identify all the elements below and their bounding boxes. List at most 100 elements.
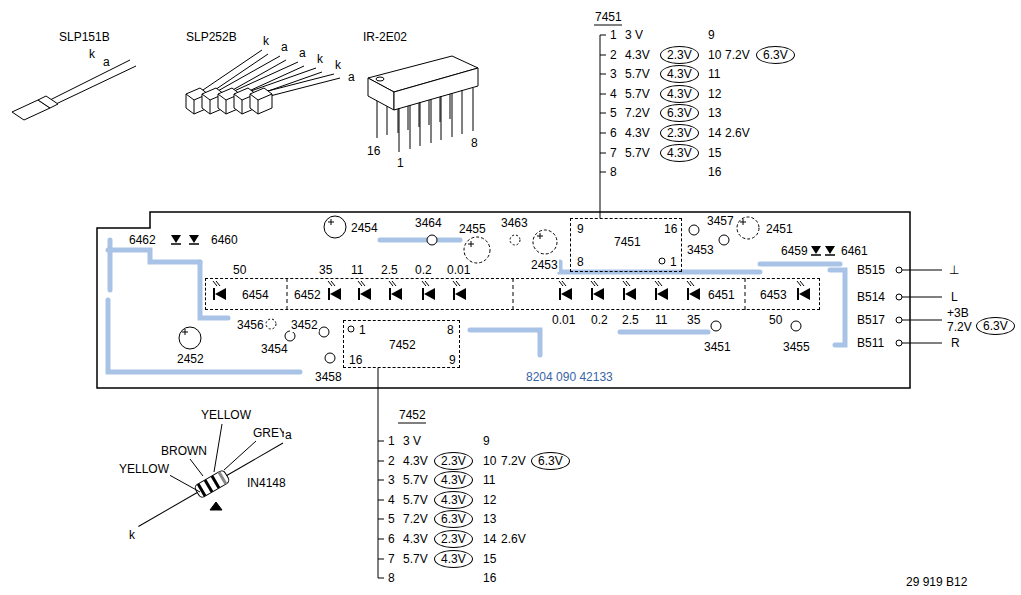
label-text: 15 [482,552,497,566]
diode-drawing [214,424,222,472]
label-text: 5 [387,512,396,526]
voltage-ellipse: 2.3V [660,46,699,64]
diode-drawing [224,441,256,470]
component-symbols [179,216,801,363]
component-symbols [182,219,746,335]
label-text: 3454 [260,342,289,356]
diode-drawing [135,424,287,533]
terminal-wires [902,297,942,298]
node-text: 4.3V [667,146,692,160]
label-text: 2.5 [621,313,640,327]
label-text: 6 [387,532,396,546]
label-text: 13 [707,106,722,120]
label-text: ⊥ [948,263,960,277]
led-drawing [12,60,136,120]
label-text: 3 V [624,28,644,42]
label-text: 7.2V [624,106,651,120]
node-text: 1 [669,255,678,269]
label-text: 3 [387,473,396,487]
pcb-traces [108,300,300,372]
table-brackets [378,25,622,578]
label-text: 7 [387,552,396,566]
pcb-traces [620,330,708,335]
component-symbols [689,225,699,235]
label-text: GREY [252,426,288,440]
label-text: 29 919 B12 [905,575,968,589]
diode-drawing [135,437,287,533]
node-text: 8204 090 42133 [525,370,614,384]
led-array-drawing [264,74,334,92]
led-array-drawing [186,50,340,114]
label-text: 16 [482,571,497,585]
led-symbols [358,281,371,300]
label-text: 1 [609,28,618,42]
component-symbols [325,353,335,363]
component-symbols [533,230,557,254]
label-text: 4 [387,493,396,507]
node-text: 6.3V [667,106,692,120]
label-text: 9 [482,434,491,448]
label-text: 6462 [128,233,157,247]
label-text: 5.7V [624,87,651,101]
voltage-ellipse: 4.3V [660,65,699,83]
component-symbols [659,258,665,264]
label-text: 3453 [686,243,715,257]
component-symbols [719,235,729,245]
node-text: 6.3V [538,454,563,468]
node-text: 2.3V [441,532,466,546]
voltage-ellipse: 6.3V [756,46,795,64]
led-group-dividers [513,278,514,310]
label-text: 3456 [236,318,265,332]
label-text: +3B [946,306,970,320]
label-text: 12 [482,493,497,507]
label-text: 3457 [706,214,735,228]
label-text: 2 [609,48,618,62]
label-text: 11 [482,473,496,487]
label-text: 3464 [414,216,443,230]
led-drawing [50,60,130,100]
label-text: 9 [707,28,716,42]
label-text: 2455 [458,222,487,236]
label-text: 2454 [350,221,379,235]
dip-package-drawing [394,68,478,110]
node-text: 9 [576,222,585,236]
label-text: 14 [482,532,497,546]
terminal-wires [896,317,902,323]
diode-symbols [189,235,199,244]
table-brackets [600,35,606,218]
diode-drawing [138,493,197,527]
diode-drawing [190,459,203,476]
node-text: 6.3V [763,48,788,62]
label-text: a [284,428,293,442]
node-text: 6452 [293,288,322,302]
terminal-wires [896,267,942,346]
component-symbols [266,319,276,329]
node-text: 16 [348,353,363,367]
pcb-traces [380,238,460,243]
label-text: 6459 [780,244,809,258]
led-symbols [687,281,700,300]
voltage-ellipse: 2.3V [434,530,473,548]
diode-drawing [219,472,226,484]
diode-drawing [210,502,222,510]
component-symbols [319,327,329,337]
label-text: 11 [350,263,364,277]
component-symbols [737,217,759,239]
component-symbols [179,327,201,349]
label-text: 35 [686,313,701,327]
label-text: L [950,290,959,304]
diode-drawing [194,469,230,498]
label-text: 5.7V [402,493,429,507]
pcb-traces [108,240,113,290]
led-symbols [623,281,636,300]
voltage-ellipse: 6.3V [434,510,473,528]
terminal-wires [902,320,942,321]
diode-drawing [198,484,205,496]
label-text: a [298,46,307,60]
voltage-ellipse: 6.3V [660,104,699,122]
table-brackets [378,368,384,578]
label-text: 14 [707,126,722,140]
node-text: 2.3V [667,48,692,62]
label-text: 2.6V [724,126,751,140]
label-text: 6461 [840,244,869,258]
